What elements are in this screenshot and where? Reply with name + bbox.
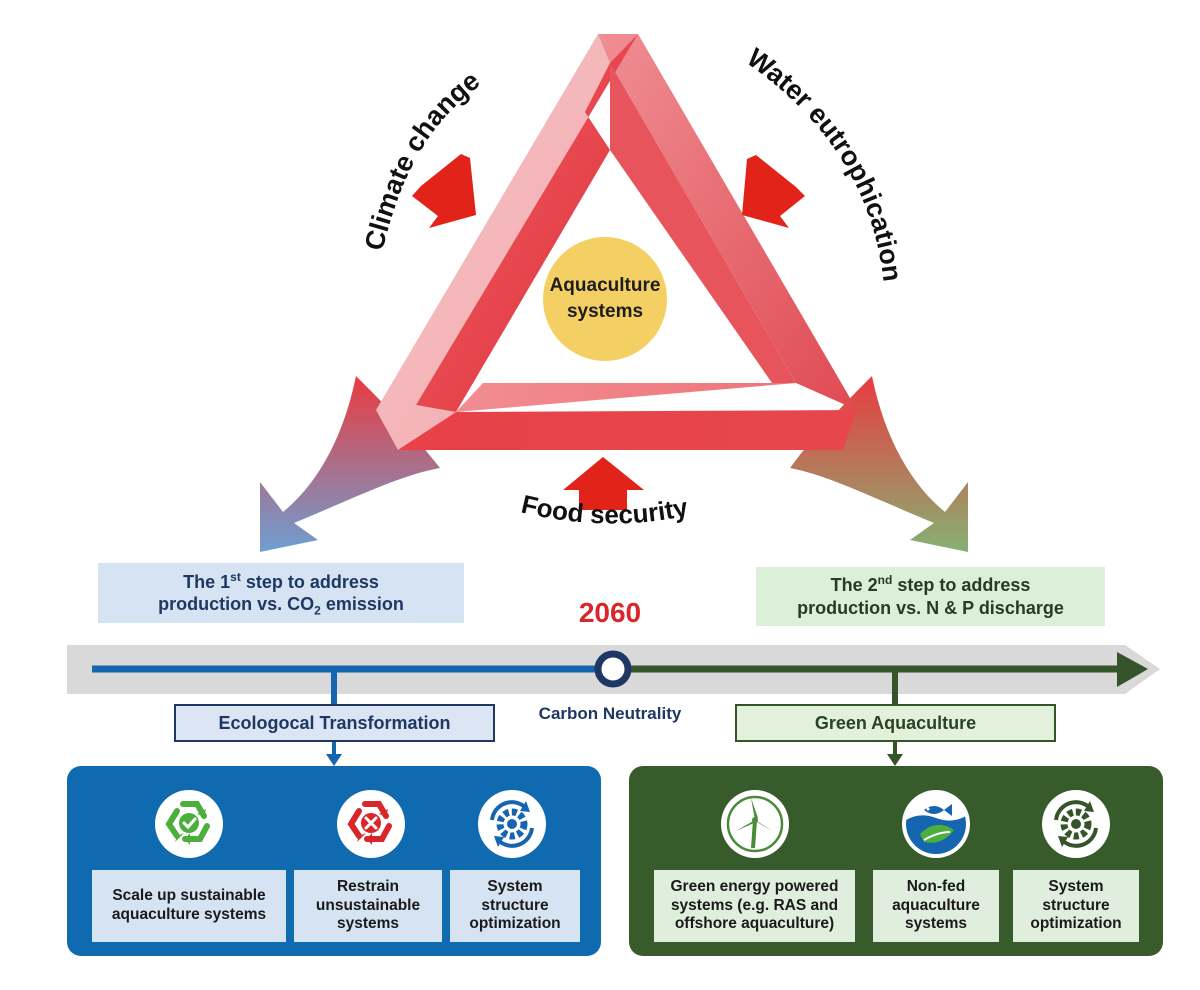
water-pressure-arrow <box>742 155 805 228</box>
triangle-inner-bottom <box>456 383 796 412</box>
first-step-box: The 1st step to address production vs. C… <box>98 563 464 623</box>
gear-cycle-icon <box>478 790 546 858</box>
step1-superscript: st <box>230 569 241 584</box>
step1-line2-text: production vs. CO <box>158 594 315 614</box>
eco-action-card-2: Restrain unsustainable systems <box>294 870 442 942</box>
triangle-inner-right <box>610 63 796 383</box>
triangle-inner-left <box>416 34 638 412</box>
center-label-line1: Aquaculture <box>550 275 661 296</box>
fish-leaf-icon <box>902 790 970 858</box>
step1-line2-rest: emission <box>320 594 404 614</box>
green-aquaculture-panel: Green energy powered systems (e.g. RAS a… <box>629 766 1163 956</box>
step2-superscript: nd <box>877 573 893 587</box>
green-aquaculture-title: Green Aquaculture <box>735 704 1056 742</box>
step2-line1-text: The 2 <box>830 575 878 595</box>
green-action-card-1: Green energy powered systems (e.g. RAS a… <box>654 870 855 942</box>
step2-line1-rest: step to address <box>892 575 1031 595</box>
target-year: 2060 <box>578 597 642 628</box>
ecological-transformation-title: Ecologocal Transformation <box>174 704 495 742</box>
ecological-transformation-panel: Scale up sustainable aquaculture systems… <box>67 766 601 956</box>
triangle-bottom-face <box>398 410 857 450</box>
second-step-box: The 2nd step to address production vs. N… <box>756 567 1105 626</box>
water-eutrophication-label: Water eutrophication <box>742 42 908 283</box>
triangle-left-face <box>376 34 638 450</box>
recycle-check-icon <box>155 790 223 858</box>
step1-line1-rest: step to address <box>240 571 379 592</box>
eco-connector-arrowhead <box>326 754 342 766</box>
step1-subscript: 2 <box>314 603 321 618</box>
penrose-triangle <box>376 34 857 450</box>
center-label-line2: systems <box>567 301 643 322</box>
carbon-neutrality-milestone <box>594 650 632 688</box>
right-outcome-arrow <box>790 376 968 552</box>
step2-line2-text: production vs. N & P discharge <box>797 597 1064 618</box>
step1-line1-text: The 1 <box>183 571 231 592</box>
timeline-arrowhead <box>1117 652 1148 687</box>
recycle-cross-icon <box>337 790 405 858</box>
eco-action-card-3: System structure optimization <box>450 870 580 942</box>
carbon-neutrality-label: Carbon Neutrality <box>538 704 682 723</box>
climate-pressure-arrow <box>412 154 476 228</box>
eco-action-card-1: Scale up sustainable aquaculture systems <box>92 870 286 942</box>
food-pressure-arrow <box>563 457 644 510</box>
green-action-card-2: Non-fed aquaculture systems <box>873 870 999 942</box>
gear-cycle-icon <box>1042 790 1110 858</box>
aquaculture-center-circle <box>543 237 667 361</box>
wind-turbine-icon <box>721 790 789 858</box>
green-action-card-3: System structure optimization <box>1013 870 1139 942</box>
triangle-right-face <box>598 34 857 410</box>
green-connector-arrowhead <box>887 754 903 766</box>
